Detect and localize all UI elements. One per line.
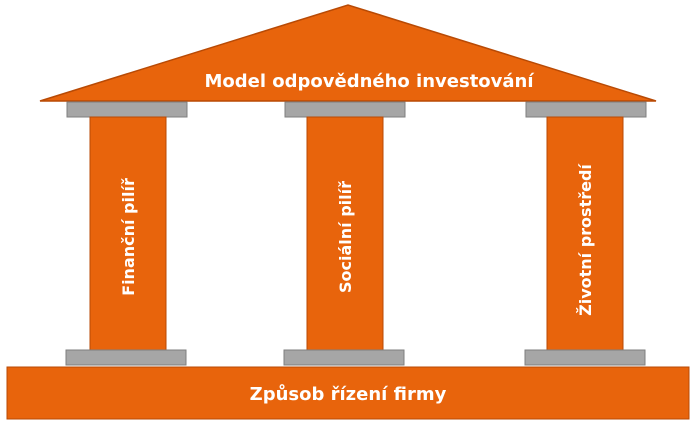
roof-label: Model odpovědného investování (204, 71, 534, 92)
pillar-2-plinth (283, 349, 405, 366)
pillar-2-label: Sociální pilíř (336, 181, 355, 293)
pillar-1-plinth (65, 349, 187, 366)
base (6, 366, 690, 420)
pillar-1-capital (66, 101, 188, 118)
pillar-2-capital (284, 101, 406, 118)
pillar-3-capital (525, 101, 647, 118)
pillar-3-label: Životní prostředí (576, 163, 595, 316)
pillar-3-plinth (524, 349, 646, 366)
base-label: Způsob řízení firmy (250, 383, 447, 405)
pillar-1-label: Finanční pilíř (119, 178, 138, 296)
pillar-2-column (306, 116, 384, 351)
pillar-1-column (89, 116, 167, 351)
roof (39, 4, 657, 102)
pillar-3-column (546, 116, 624, 351)
